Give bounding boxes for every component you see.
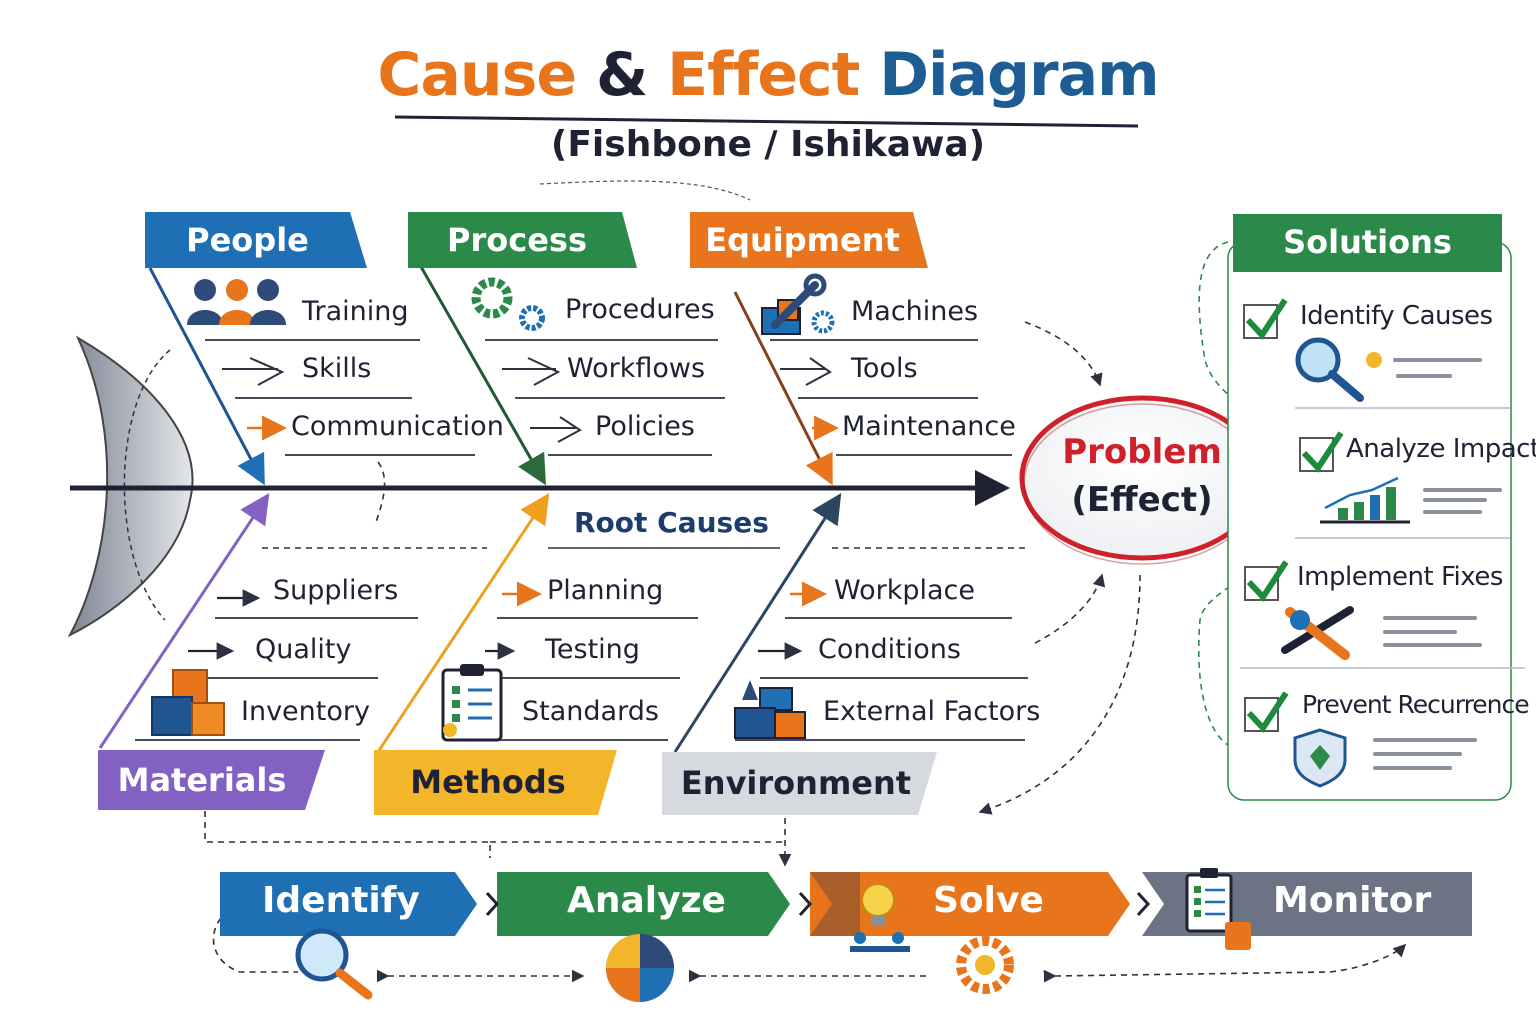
page-subtitle: (Fishbone / Ishikawa) [550, 124, 986, 165]
root-causes-label: Root Causes [574, 506, 769, 539]
cause-workplace: Workplace [834, 575, 976, 606]
boxes-icon [151, 669, 225, 736]
cause-testing: Testing [545, 634, 640, 665]
solution-prevent-recurrence: Prevent Recurrence [1302, 690, 1530, 719]
problem-label: Problem [1062, 432, 1222, 472]
pie-chart-icon [606, 934, 674, 1002]
tools-icon [734, 680, 806, 739]
bar-chart-icon [1320, 476, 1410, 524]
gears-icon [471, 277, 545, 331]
bone-materials [98, 493, 270, 749]
cause-workflows: Workflows [567, 353, 706, 384]
solution-implement-fixes: Implement Fixes [1297, 562, 1503, 592]
lightbulb-icon [850, 883, 910, 952]
title-cause: Cause [377, 40, 577, 110]
tools-icon [1281, 606, 1354, 660]
title-underline [394, 115, 1139, 128]
category-methods: Methods [410, 763, 566, 801]
cause-skills: Skills [302, 353, 372, 384]
people-group-icon [187, 279, 286, 325]
cause-planning: Planning [547, 575, 664, 606]
spine-arrowhead [975, 470, 1010, 506]
solutions-title: Solutions [1283, 223, 1452, 261]
cause-standards: Standards [522, 696, 659, 727]
cause-tools: Tools [851, 353, 918, 384]
category-environment: Environment [680, 764, 912, 802]
title-effect: Effect [667, 40, 860, 110]
solution-analyze-impact: Analyze Impact [1346, 434, 1536, 464]
cause-maintenance: Maintenance [842, 411, 1016, 442]
category-equipment: Equipment [705, 221, 900, 259]
solutions-header-bg [1233, 214, 1502, 272]
magnifier-icon [295, 928, 373, 1000]
bone-equipment [733, 291, 833, 486]
magnifier-icon [1295, 337, 1382, 402]
bone-people [148, 267, 265, 486]
clipboard-icon [441, 664, 503, 742]
step-analyze: Analyze [567, 880, 726, 921]
cause-external-factors: External Factors [823, 696, 1041, 727]
cause-communication: Communication [291, 411, 504, 442]
cause-procedures: Procedures [565, 294, 715, 325]
cause-suppliers: Suppliers [273, 575, 399, 606]
effect-label: (Effect) [1071, 480, 1213, 520]
category-people: People [186, 221, 309, 259]
gear-icon [956, 936, 1014, 994]
shield-icon [1293, 728, 1347, 788]
category-process: Process [447, 221, 587, 259]
bone-environment [673, 492, 842, 753]
check-icon [1243, 298, 1344, 733]
page-title: Cause & Effect Diagram [0, 40, 1536, 110]
cause-policies: Policies [595, 411, 695, 442]
cause-quality: Quality [255, 634, 352, 665]
cause-training: Training [302, 296, 409, 327]
bone-methods [376, 492, 550, 753]
title-diagram: Diagram [879, 40, 1159, 110]
cause-machines: Machines [851, 296, 979, 327]
category-materials: Materials [117, 761, 287, 799]
cause-conditions: Conditions [818, 634, 961, 665]
step-monitor: Monitor [1273, 880, 1432, 921]
cause-inventory: Inventory [241, 696, 370, 727]
title-ampersand: & [595, 40, 648, 110]
clipboard-icon [1185, 868, 1251, 950]
step-solve: Solve [933, 880, 1044, 921]
problem-ellipse [1019, 395, 1265, 561]
category-tabs [98, 212, 937, 815]
bone-process [418, 264, 546, 486]
solution-identify-causes: Identify Causes [1300, 301, 1493, 331]
wrench-icon [761, 273, 835, 335]
step-identify: Identify [262, 880, 420, 921]
